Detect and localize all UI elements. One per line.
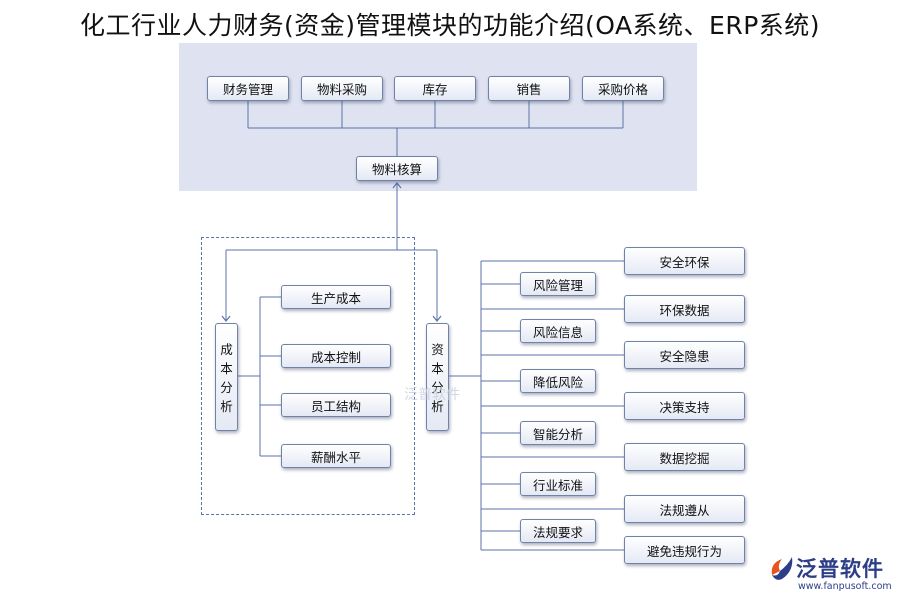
cost-item-salary-level[interactable]: 薪酬水平 [281, 444, 391, 468]
capital-item-env-data[interactable]: 环保数据 [624, 295, 745, 323]
capital-analysis-char: 资 [431, 342, 444, 357]
cost-item-staff-structure[interactable]: 员工结构 [281, 393, 391, 417]
capital-analysis-char: 析 [431, 399, 444, 414]
capital-analysis-char: 分 [431, 380, 444, 395]
capital-item-reduce-risk[interactable]: 降低风险 [520, 369, 596, 393]
capital-item-risk-management[interactable]: 风险管理 [520, 272, 596, 296]
cost-analysis-char: 析 [220, 399, 233, 414]
cost-analysis-char: 分 [220, 380, 233, 395]
watermark-text: 泛普软件 [404, 387, 460, 403]
module-purchase-price[interactable]: 采购价格 [582, 76, 664, 101]
cost-item-cost-control[interactable]: 成本控制 [281, 344, 391, 368]
capital-item-decision-support[interactable]: 决策支持 [624, 392, 745, 420]
capital-item-data-mining[interactable]: 数据挖掘 [624, 443, 745, 471]
module-material-purchase[interactable]: 物料采购 [301, 76, 383, 101]
cost-analysis-frame [201, 237, 415, 515]
fanpu-logo-icon [771, 557, 793, 580]
cost-item-production-cost[interactable]: 生产成本 [281, 285, 391, 309]
brand-logo: 泛普软件 www.fanpusoft.com [768, 553, 893, 595]
brand-name: 泛普软件 [796, 557, 884, 581]
module-inventory[interactable]: 库存 [394, 76, 476, 101]
capital-item-industry-standard[interactable]: 行业标准 [520, 472, 596, 496]
top-panel [179, 43, 697, 191]
capital-item-safety-hazard[interactable]: 安全隐患 [624, 341, 745, 369]
capital-analysis-node[interactable]: 资 本 分 析 [426, 323, 449, 431]
module-finance[interactable]: 财务管理 [207, 76, 289, 101]
capital-item-regulations[interactable]: 法规要求 [520, 519, 596, 543]
module-sales[interactable]: 销售 [488, 76, 570, 101]
hub-material-accounting[interactable]: 物料核算 [356, 156, 438, 181]
page-title: 化工行业人力财务(资金)管理模块的功能介绍(OA系统、ERP系统) [79, 11, 821, 40]
capital-item-compliance[interactable]: 法规遵从 [624, 495, 745, 523]
brand-url: www.fanpusoft.com [798, 581, 892, 592]
capital-item-smart-analysis[interactable]: 智能分析 [520, 421, 596, 445]
capital-analysis-char: 本 [431, 361, 444, 376]
capital-item-avoid-violation[interactable]: 避免违规行为 [624, 536, 745, 564]
capital-item-risk-info[interactable]: 风险信息 [520, 319, 596, 343]
cost-analysis-node[interactable]: 成 本 分 析 [215, 323, 238, 431]
capital-item-safety-env[interactable]: 安全环保 [624, 247, 745, 275]
cost-analysis-char: 成 [220, 342, 233, 357]
cost-analysis-char: 本 [220, 361, 233, 376]
